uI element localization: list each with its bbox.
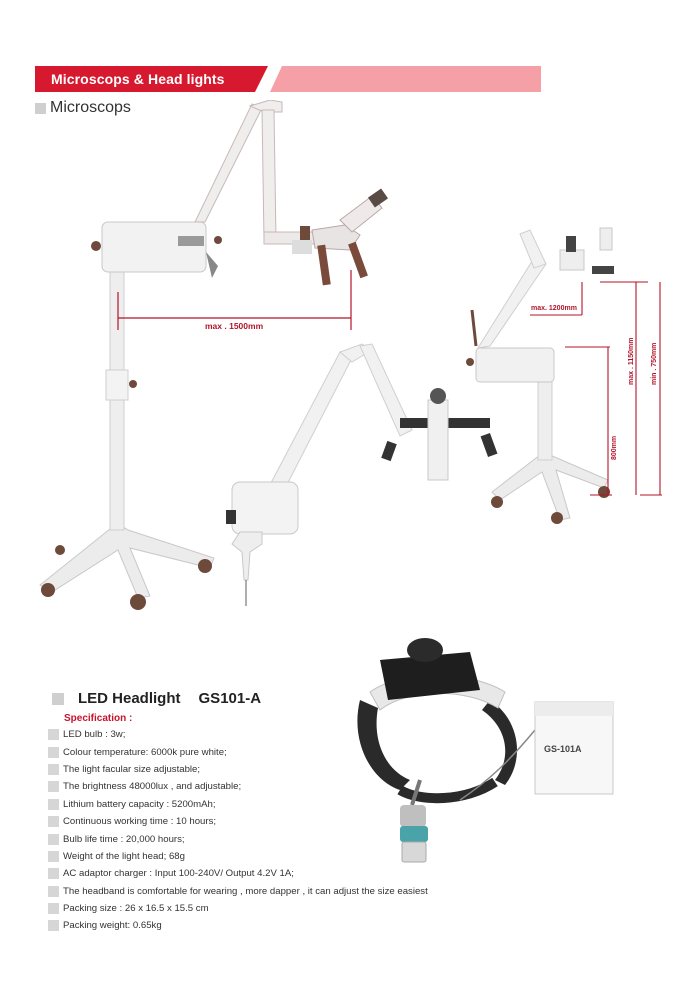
floor-microscope-left <box>39 100 388 610</box>
bullet-square-icon <box>48 746 59 758</box>
bullet-square-icon <box>48 798 59 810</box>
bullet-square-icon <box>52 692 64 705</box>
header-banner <box>35 66 541 92</box>
dimension-reach: max . 1500mm <box>117 270 352 331</box>
battery-box-label: GS-101A <box>544 744 582 754</box>
bullet-square-icon <box>48 885 59 897</box>
bullet-square-icon <box>48 850 59 862</box>
bullet-square-icon <box>48 729 59 741</box>
bullet-square-icon <box>35 102 46 114</box>
bullet-square-icon <box>48 868 59 880</box>
bullet-square-icon <box>48 781 59 793</box>
bullet-square-icon <box>48 920 59 932</box>
section-title-text: Microscops <box>50 99 131 116</box>
microscopes-illustration: max . 1500mm max. 1200mm <box>39 100 662 610</box>
banner-dark-band <box>35 66 268 92</box>
spec-label: Specification : <box>64 713 133 724</box>
bullet-square-icon <box>48 833 59 845</box>
spec-item: Continuous working time : 10 hours; <box>48 813 428 830</box>
spec-item: AC adaptor charger : Input 100-240V/ Out… <box>48 865 428 882</box>
bullet-square-icon <box>48 763 59 775</box>
spec-item: Colour temperature: 6000k pure white; <box>48 743 428 760</box>
wall-microscope-center <box>226 343 498 606</box>
dim-arm-label: max. 1200mm <box>531 305 577 312</box>
dim-height-min-label: 800mm <box>611 436 618 460</box>
section-title: Microscops <box>35 99 131 117</box>
bullet-square-icon <box>48 903 59 915</box>
spec-item: Packing size : 26 x 16.5 x 15.5 cm <box>48 900 428 917</box>
dim-reach-label: max . 1500mm <box>205 321 264 331</box>
bullet-square-icon <box>48 816 59 828</box>
spec-item: LED bulb : 3w; <box>48 726 428 743</box>
dim-height-max-label: max . 1150mm <box>628 338 635 385</box>
spec-item: Lithium battery capacity : 5200mAh; <box>48 796 428 813</box>
spec-item: Bulb life time : 20,000 hours; <box>48 830 428 847</box>
banner-title: Microscops & Head lights <box>51 71 225 87</box>
spec-item: Packing weight: 0.65kg <box>48 917 428 934</box>
dimensions-right: max. 1200mm 800mm max . 1150mm min . 750… <box>530 281 662 496</box>
floor-microscope-right <box>466 227 614 524</box>
spec-item: The brightness 48000lux , and adjustable… <box>48 778 428 795</box>
led-model-text: GS101-A <box>198 690 262 707</box>
spec-item: The light facular size adjustable; <box>48 761 428 778</box>
spec-item: The headband is comfortable for wearing … <box>48 883 428 900</box>
led-section-title: LED Headlight GS101-A <box>52 690 261 707</box>
dim-height-min2-label: min . 750mm <box>651 343 658 385</box>
headlight-illustration: GS-101A <box>357 638 614 863</box>
spec-item: Weight of the light head; 68g <box>48 848 428 865</box>
led-title-text: LED Headlight <box>78 690 181 707</box>
banner-light-band <box>270 66 541 92</box>
spec-list: LED bulb : 3w; Colour temperature: 6000k… <box>48 726 428 935</box>
